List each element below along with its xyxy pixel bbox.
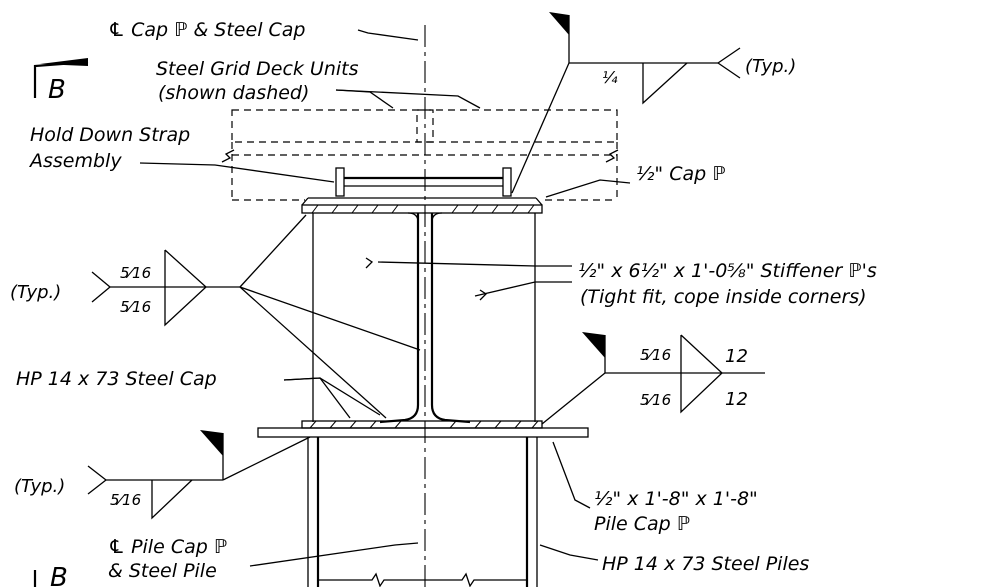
label-stiffener-line1: ½" x 6½" x 1'-0⅝" Stiffener ℙ's xyxy=(578,260,877,282)
label-cl-cap: ℄ Cap ℙ & Steel Cap xyxy=(108,19,305,41)
section-letter-top: B xyxy=(48,75,66,105)
weld-size-top: ¼ xyxy=(602,68,618,87)
label-hold-down-line2: Assembly xyxy=(28,150,122,172)
label-pile-cap-plate-line2: Pile Cap ℙ xyxy=(594,513,690,535)
label-deck-units-line2: (shown dashed) xyxy=(158,82,309,104)
hp-steel-cap-beam xyxy=(312,212,536,424)
label-stiffener-line2: (Tight fit, cope inside corners) xyxy=(580,286,867,308)
cap-plate xyxy=(301,197,543,214)
callout-labels: ℄ Cap ℙ & Steel Cap Steel Grid Deck Unit… xyxy=(16,19,877,582)
weld-size-left-upper: 5⁄16 xyxy=(120,264,151,282)
weld-note-left: (Typ.) xyxy=(10,282,61,303)
weld-symbol-bottom: 5⁄16 (Typ.) xyxy=(14,430,311,520)
section-marker-bottom: B xyxy=(33,563,68,587)
hold-down-strap xyxy=(335,167,512,197)
weld-symbol-top: ¼ (Typ.) xyxy=(511,12,796,194)
steel-pile xyxy=(307,437,538,587)
label-steel-cap: HP 14 x 73 Steel Cap xyxy=(16,368,217,390)
weld-note-top: (Typ.) xyxy=(745,56,796,77)
weld-symbol-left: 5⁄16 5⁄16 (Typ.) xyxy=(10,214,421,419)
label-cl-pile-line1: ℄ Pile Cap ℙ xyxy=(108,536,227,558)
weld-length-right-upper: 12 xyxy=(725,346,748,367)
label-steel-piles: HP 14 x 73 Steel Piles xyxy=(602,553,809,575)
label-deck-units-line1: Steel Grid Deck Units xyxy=(156,58,359,80)
label-hold-down-line1: Hold Down Strap xyxy=(30,124,190,146)
weld-length-right-lower: 12 xyxy=(725,389,748,410)
section-letter-bottom: B xyxy=(50,563,68,587)
leader-lines xyxy=(139,29,631,567)
label-cap-plate: ½" Cap ℙ xyxy=(636,163,726,185)
deck-units-dashed xyxy=(221,109,619,201)
weld-symbol-right: 5⁄16 12 5⁄16 12 xyxy=(541,332,765,425)
label-cl-pile-line2: & Steel Pile xyxy=(108,560,217,582)
label-pile-cap-plate-line1: ½" x 1'-8" x 1'-8" xyxy=(594,488,758,510)
weld-size-right-lower: 5⁄16 xyxy=(640,391,671,409)
weld-size-right-upper: 5⁄16 xyxy=(640,346,671,364)
weld-size-bottom: 5⁄16 xyxy=(110,491,141,509)
section-marker-top: B xyxy=(33,58,89,105)
weld-size-left-lower: 5⁄16 xyxy=(120,298,151,316)
pile-cap-plate xyxy=(257,420,589,438)
weld-note-bottom: (Typ.) xyxy=(14,476,65,497)
